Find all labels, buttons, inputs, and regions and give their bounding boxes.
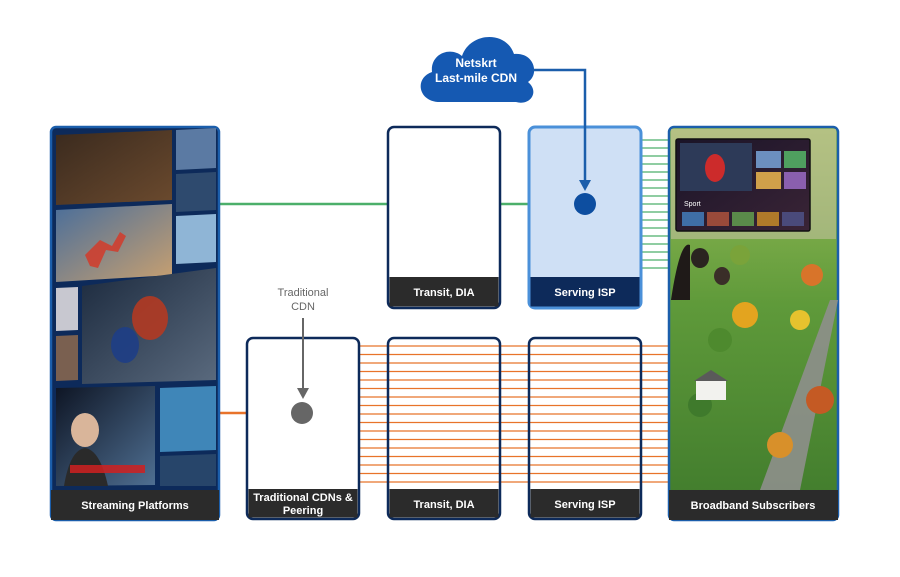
broadband-subscribers-panel: Sport Broadband Subscribers xyxy=(667,125,840,522)
traditional-cdn-annotation-line1: Traditional xyxy=(278,287,329,299)
tv-screen: Sport xyxy=(675,138,811,232)
tv-row-label: Sport xyxy=(684,201,701,208)
streaming-platforms-panel: Streaming Platforms xyxy=(49,125,221,522)
streaming-collage xyxy=(56,128,216,486)
netskrt-hub-node xyxy=(574,193,596,215)
traditional-cdn-annotation-line2: CDN xyxy=(291,301,315,313)
transit-dia-bottom-box: Transit, DIA xyxy=(386,336,502,521)
traditional-cdn-box: Traditional CDNs & Peering xyxy=(245,336,361,521)
broadband-subscribers-label: Broadband Subscribers xyxy=(691,500,816,512)
serving-isp-bottom-label: Serving ISP xyxy=(554,499,615,511)
traditional-cdn-arrow-head xyxy=(297,388,309,399)
cloud-arrow-head xyxy=(579,180,591,191)
cloud-title: Netskrt xyxy=(455,56,496,70)
transit-dia-bottom-label: Transit, DIA xyxy=(413,499,474,511)
transit-dia-top-box: Transit, DIA xyxy=(386,125,502,310)
traditional-cdn-label-line2: Peering xyxy=(283,505,323,517)
cloud-arrow xyxy=(533,68,587,182)
transit-dia-top-label: Transit, DIA xyxy=(413,287,474,299)
traditional-cdn-label-line1: Traditional CDNs & xyxy=(253,492,353,504)
traditional-cdn-hub-node xyxy=(291,402,313,424)
autumn-trees xyxy=(688,245,834,458)
serving-isp-bottom-box: Serving ISP xyxy=(527,336,643,521)
serving-isp-top-label: Serving ISP xyxy=(554,287,615,299)
netskrt-cloud: Netskrt Last-mile CDN xyxy=(420,36,535,103)
cloud-subtitle: Last-mile CDN xyxy=(435,71,517,85)
streaming-platforms-label: Streaming Platforms xyxy=(81,500,189,512)
